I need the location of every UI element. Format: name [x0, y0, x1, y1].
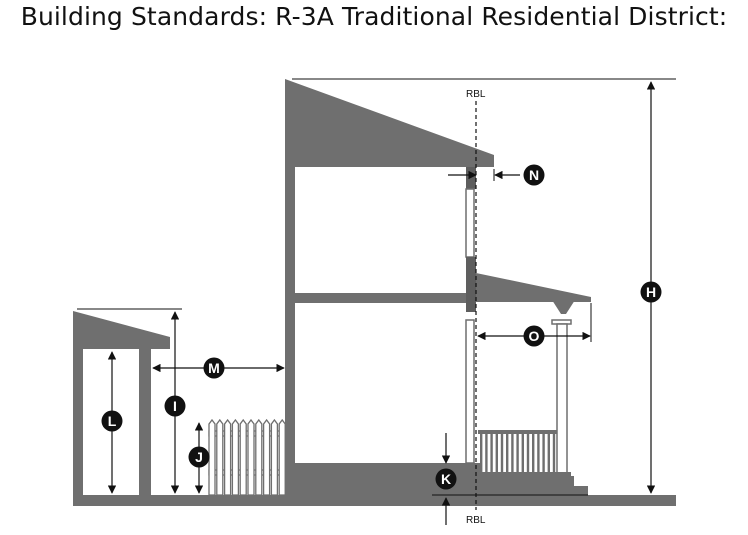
marker-k: K	[435, 468, 457, 490]
railing-baluster	[495, 434, 498, 472]
railing-baluster	[480, 434, 483, 472]
fence-picket	[223, 418, 232, 496]
porch-railing	[478, 430, 557, 472]
porch-column-capital	[552, 300, 575, 314]
svg-text:I: I	[173, 398, 177, 414]
porch-floor	[476, 472, 571, 478]
railing-baluster	[521, 434, 524, 472]
front-wall-middle	[466, 257, 476, 312]
second-floor-slab	[285, 293, 475, 303]
front-window-lower	[465, 319, 475, 464]
accessory-wall-left	[73, 345, 83, 497]
railing-baluster	[511, 434, 514, 472]
front-porch	[476, 273, 591, 496]
page-title: Building Standards: R-3A Traditional Res…	[20, 2, 728, 31]
railing-baluster	[537, 434, 540, 472]
railing-baluster	[547, 434, 550, 472]
svg-text:O: O	[529, 328, 540, 344]
rbl-label-top: RBL	[466, 89, 486, 100]
fence-picket	[270, 418, 279, 496]
marker-l: L	[101, 410, 123, 432]
accessory-roof	[73, 311, 170, 349]
marker-m: M	[203, 357, 225, 379]
svg-text:H: H	[646, 284, 656, 300]
house-back-wall	[285, 160, 295, 500]
accessory-wall-right	[139, 345, 151, 497]
rbl-label-bottom: RBL	[466, 515, 486, 526]
fence-picket	[255, 418, 263, 496]
ground-slab	[73, 495, 676, 506]
porch-roof	[476, 273, 591, 302]
main-roof	[285, 79, 494, 167]
marker-h: H	[640, 281, 662, 303]
fence-picket	[208, 418, 216, 496]
railing-baluster	[490, 434, 493, 472]
marker-i: I	[164, 395, 186, 417]
railing-baluster	[552, 434, 556, 472]
railing-top-rail	[478, 430, 557, 434]
marker-o: O	[523, 325, 545, 347]
porch-step-2	[476, 486, 588, 496]
front-wall-upper	[466, 167, 476, 189]
fence-picket	[216, 418, 224, 496]
fence-picket	[239, 418, 247, 496]
fence-picket	[231, 418, 240, 496]
fence-picket	[278, 418, 286, 496]
railing-baluster	[516, 434, 519, 472]
railing-baluster	[500, 434, 504, 472]
front-window-upper	[465, 188, 475, 258]
svg-text:J: J	[195, 449, 203, 465]
marker-n: N	[523, 164, 545, 186]
accessory-building	[73, 311, 170, 497]
railing-baluster	[485, 434, 488, 472]
railing-baluster	[532, 434, 535, 472]
fence-picket	[247, 418, 255, 496]
svg-text:N: N	[529, 167, 539, 183]
railing-baluster	[526, 434, 530, 472]
svg-text:K: K	[441, 471, 451, 487]
fence-picket	[262, 418, 271, 496]
picket-fence	[208, 418, 286, 496]
railing-baluster	[506, 434, 509, 472]
marker-j: J	[188, 446, 210, 468]
svg-text:M: M	[208, 360, 220, 376]
railing-baluster	[542, 434, 545, 472]
main-house	[285, 79, 494, 500]
svg-text:L: L	[108, 413, 117, 429]
porch-column	[556, 323, 568, 479]
porch-step-1	[476, 476, 574, 486]
